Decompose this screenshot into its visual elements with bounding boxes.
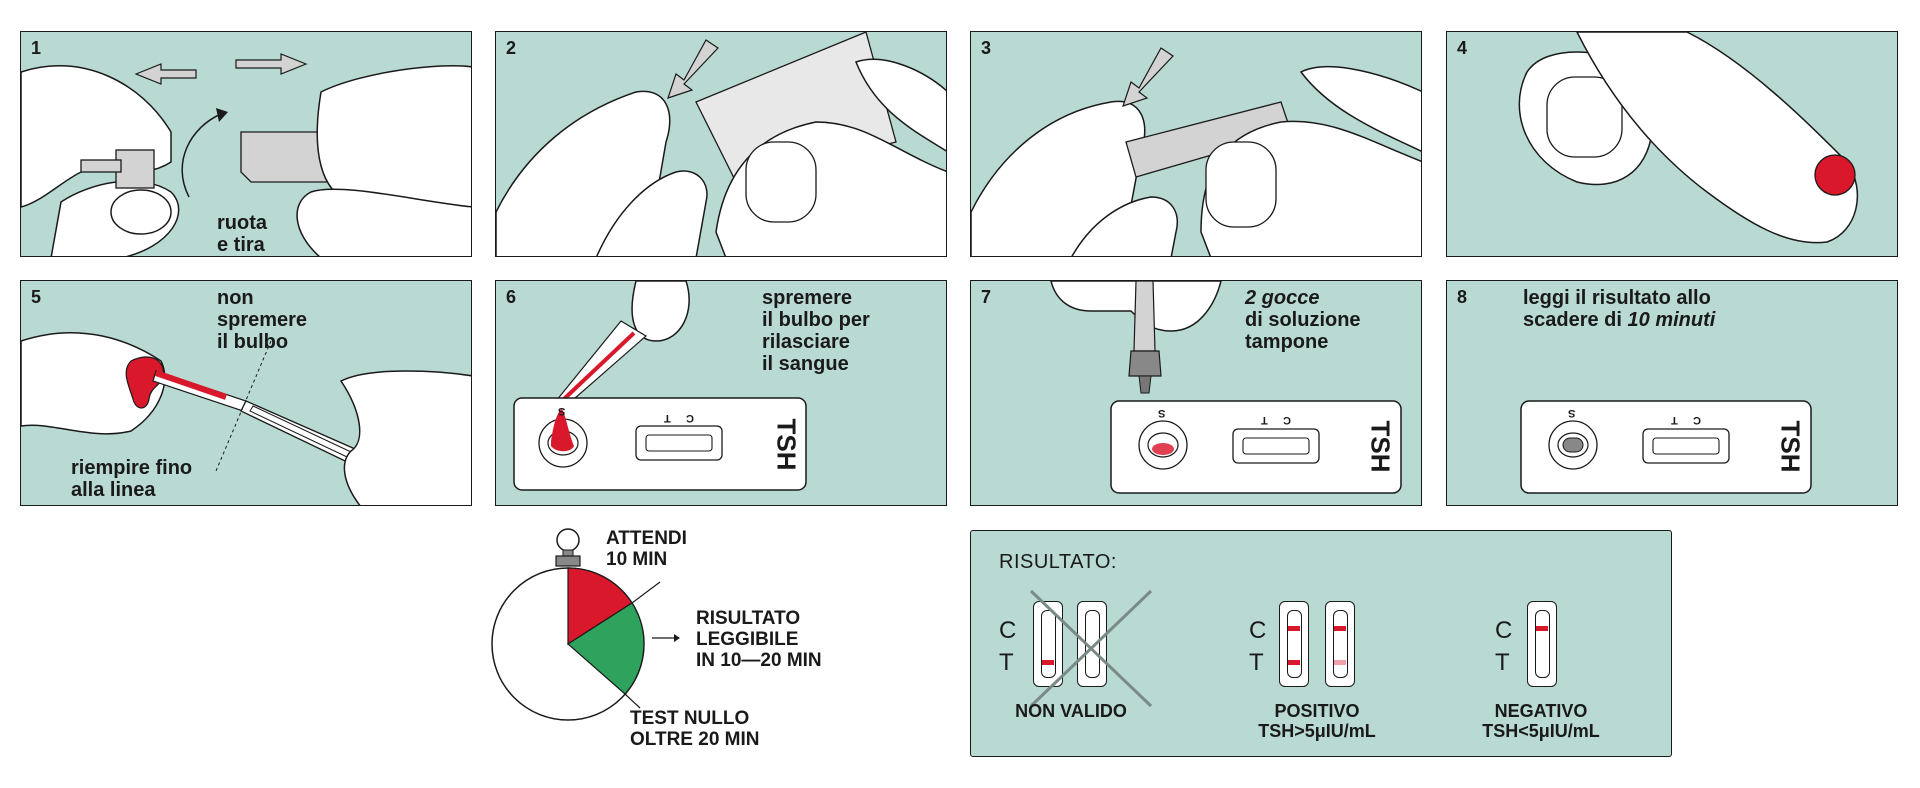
- cassette-label: TSH: [1365, 420, 1396, 473]
- c-label: C: [999, 617, 1017, 644]
- cassette-s: S: [558, 405, 566, 417]
- cassette-label: TSH: [1775, 420, 1806, 473]
- invalid-label: NON VALIDO: [1015, 701, 1127, 721]
- c-line: [1288, 626, 1300, 631]
- t-label: T: [1249, 649, 1264, 676]
- step-2-panel: 2: [495, 31, 947, 257]
- strip-window: [1535, 610, 1550, 678]
- stopwatch-icon: [491, 528, 680, 721]
- cassette-s: S: [1568, 407, 1576, 419]
- t-line: [1288, 660, 1300, 665]
- test-strip: [1077, 601, 1107, 687]
- timer-readable-label: RISULTATO LEGGIBILE IN 10—20 MIN: [696, 608, 822, 671]
- strip-window: [1041, 610, 1056, 678]
- step-7-caption-em: 2 gocce: [1245, 287, 1320, 309]
- step-5-caption-bottom: riempire fino alla linea: [71, 457, 193, 501]
- step-1-panel: 1 ruota e tira: [20, 31, 472, 257]
- strip-window: [1333, 610, 1348, 678]
- strip-window: [1085, 610, 1100, 678]
- step-number: 8: [1457, 287, 1468, 307]
- step-3-illustration: [971, 47, 1421, 256]
- t-label: T: [999, 649, 1014, 676]
- step-number: 7: [981, 287, 992, 307]
- test-strip: [1527, 601, 1557, 687]
- step-5-illustration: [21, 331, 471, 505]
- positive-label: POSITIVO TSH>5μIU/mL: [1258, 701, 1376, 741]
- step-number: 5: [31, 287, 42, 307]
- step-4-panel: 4: [1446, 31, 1898, 257]
- step-2-illustration: [496, 32, 946, 256]
- t-line: [1042, 660, 1054, 665]
- step-8-illustration: [1520, 400, 1812, 494]
- timer-diagram: ATTENDI 10 MIN RISULTATO LEGGIBILE IN 10…: [490, 520, 890, 760]
- step-number: 2: [506, 38, 517, 58]
- c-label: C: [1249, 617, 1267, 644]
- step-8-caption: leggi il risultato allo scadere di 10 mi…: [1523, 287, 1715, 331]
- step-6-illustration: [513, 281, 807, 491]
- result-title: RISULTATO:: [999, 551, 1117, 573]
- cassette-t: T: [1261, 414, 1268, 426]
- step-number: 6: [506, 287, 517, 307]
- step-8-panel: 8 leggi il risultato allo scadere di 10 …: [1446, 280, 1898, 506]
- timer-wait-label: ATTENDI 10 MIN: [606, 528, 687, 570]
- cassette-label: TSH: [771, 418, 802, 471]
- c-line: [1536, 626, 1548, 631]
- step-8-caption-em: 10 minuti: [1627, 309, 1716, 331]
- step-5-caption-top: non spremere il bulbo: [217, 287, 308, 353]
- cassette-c: C: [1283, 414, 1291, 426]
- step-8-caption-pre: leggi il risultato allo scadere di: [1523, 287, 1711, 331]
- cassette-c: C: [1693, 414, 1701, 426]
- test-strip: [1033, 601, 1063, 687]
- step-6-caption: spremere il bulbo per rilasciare il sang…: [762, 287, 870, 375]
- step-1-illustration: [21, 53, 471, 256]
- step-4-illustration: [1518, 32, 1859, 244]
- cassette-t: T: [1671, 414, 1678, 426]
- strip-window: [1287, 610, 1302, 678]
- step-number: 3: [981, 38, 992, 58]
- step-number: 4: [1457, 38, 1468, 58]
- step-1-caption: ruota e tira: [217, 212, 267, 256]
- cassette-c: C: [686, 412, 694, 424]
- c-line: [1334, 626, 1346, 631]
- test-strip: [1325, 601, 1355, 687]
- step-3-panel: 3: [970, 31, 1422, 257]
- t-line: [1334, 660, 1346, 665]
- timer-null-label: TEST NULLO OLTRE 20 MIN: [630, 708, 760, 750]
- cassette-t: T: [664, 412, 671, 424]
- negative-label: NEGATIVO TSH<5μIU/mL: [1482, 701, 1600, 741]
- step-7-caption-rest: di soluzione tampone: [1245, 309, 1361, 353]
- step-7-illustration: [1050, 281, 1402, 494]
- cassette-s: S: [1158, 407, 1166, 419]
- step-number: 1: [31, 38, 42, 58]
- step-5-panel: 5 non spremere il bulbo riempire fino al…: [20, 280, 472, 506]
- c-label: C: [1495, 617, 1513, 644]
- step-6-panel: 6 spremere il bulbo per rilasciare il sa…: [495, 280, 947, 506]
- t-label: T: [1495, 649, 1510, 676]
- test-strip: [1279, 601, 1309, 687]
